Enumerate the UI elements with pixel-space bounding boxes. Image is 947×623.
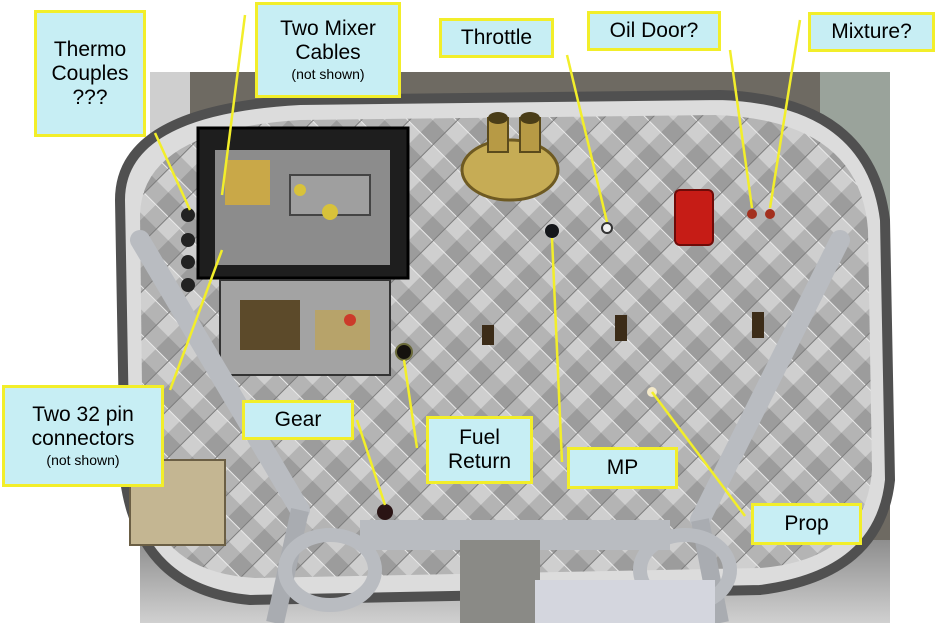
connectors-line1: Two 32 pin <box>32 403 134 426</box>
fuel-return-line1: Fuel <box>459 426 500 449</box>
prop-text: Prop <box>784 512 829 535</box>
fuel-return-fitting <box>395 343 413 361</box>
mixture-label: Mixture? <box>808 12 935 52</box>
throttle-label: Throttle <box>439 18 554 58</box>
mixer-cables-line2: Cables <box>295 41 361 64</box>
throttle-text: Throttle <box>460 26 533 49</box>
oil-door-label: Oil Door? <box>587 11 721 51</box>
mp-text: MP <box>606 456 639 479</box>
gear-label: Gear <box>242 400 354 440</box>
gear-fork <box>278 520 737 623</box>
connectors-line2: connectors <box>31 427 135 450</box>
red-component <box>674 189 714 246</box>
mixture-text: Mixture? <box>831 20 912 43</box>
throttle-fitting <box>601 222 613 234</box>
prop-label: Prop <box>751 503 862 545</box>
oil-door-text: Oil Door? <box>609 19 699 42</box>
oil-door-fitting <box>747 209 757 219</box>
leader-lines <box>153 14 802 517</box>
thermocouples-line3: ??? <box>72 85 108 109</box>
fuel-return-line2: Return <box>447 450 512 473</box>
gear-text: Gear <box>274 408 322 431</box>
throttle-body <box>460 112 560 202</box>
fuel-return-label: Fuel Return <box>426 416 533 484</box>
mixture-fitting <box>765 209 775 219</box>
mixer-cables-line1: Two Mixer <box>280 17 376 40</box>
mixer-cables-label: Two Mixer Cables (not shown) <box>255 2 401 98</box>
thermocouples-line2: Couples <box>51 61 129 85</box>
thermocouples-line1: Thermo <box>53 37 127 61</box>
connectors-note: (not shown) <box>46 452 120 468</box>
thermocouples-label: Thermo Couples ??? <box>34 10 146 137</box>
mp-label: MP <box>567 447 678 489</box>
thermocouple-connectors <box>181 208 195 292</box>
mp-fitting <box>545 224 559 238</box>
gear-fitting <box>377 504 393 520</box>
connectors-label: Two 32 pin connectors (not shown) <box>2 385 164 487</box>
mixer-cables-note: (not shown) <box>291 66 365 82</box>
